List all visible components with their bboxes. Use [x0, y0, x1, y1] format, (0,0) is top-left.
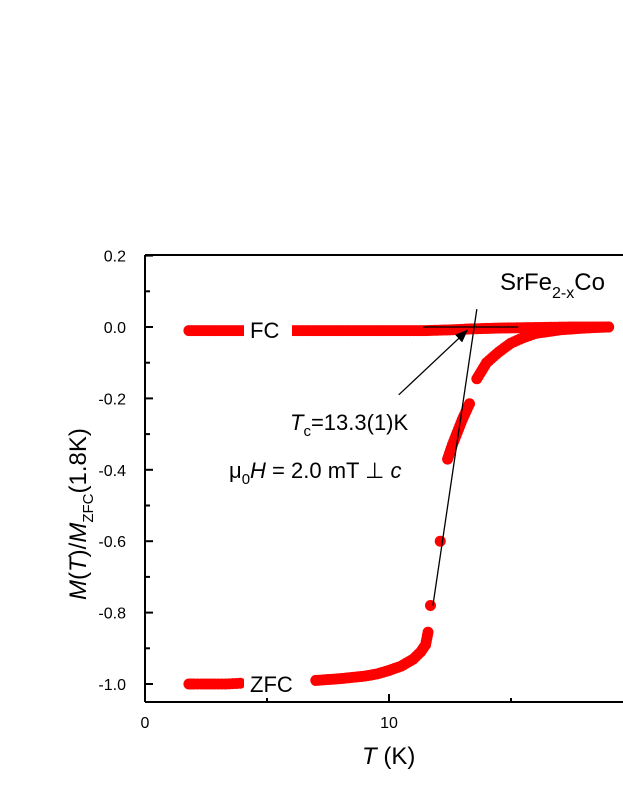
field-annotation: μ0H = 2.0 mT ⊥ c [229, 458, 401, 488]
data-point [424, 599, 436, 611]
zfc-label: ZFC [250, 672, 293, 697]
y-tick-label: 0.2 [104, 249, 126, 266]
y-tick-label: 0.0 [104, 320, 126, 337]
tc-arrow [398, 329, 469, 396]
y-axis-title: M(T)/MZFC(1.8K) [65, 428, 97, 600]
data-point [464, 398, 476, 410]
y-tick-label: -0.6 [98, 534, 126, 551]
fc-label-bg [244, 312, 292, 342]
series-zfc [183, 321, 615, 690]
y-tick-label: -0.2 [98, 391, 126, 408]
data-point [603, 321, 615, 333]
y-tick-label: -1.0 [98, 677, 126, 694]
x-ticks: 0 10 [141, 694, 512, 732]
x-axis-title: T (K) [362, 743, 415, 770]
axes: 0.2 0.0 -0.2 -0.4 -0.6 -0.8 -1.0 0 10 [98, 249, 623, 732]
y-ticks: 0.2 0.0 -0.2 -0.4 -0.6 -0.8 -1.0 [98, 249, 153, 694]
fc-label: FC [250, 318, 279, 343]
tc-annotation: Tc=13.3(1)K [290, 410, 409, 440]
x-tick-label: 10 [380, 715, 398, 732]
y-tick-label: -0.4 [98, 463, 126, 480]
data-point [434, 535, 446, 547]
y-tick-label: -0.8 [98, 606, 126, 623]
zfc-label-bg [244, 668, 310, 698]
data-point [422, 626, 434, 638]
x-tick-label: 0 [141, 715, 150, 732]
fit-line-steep [432, 309, 478, 606]
chart-title: SrFe2-xCo [500, 269, 605, 302]
data-point [234, 677, 246, 689]
